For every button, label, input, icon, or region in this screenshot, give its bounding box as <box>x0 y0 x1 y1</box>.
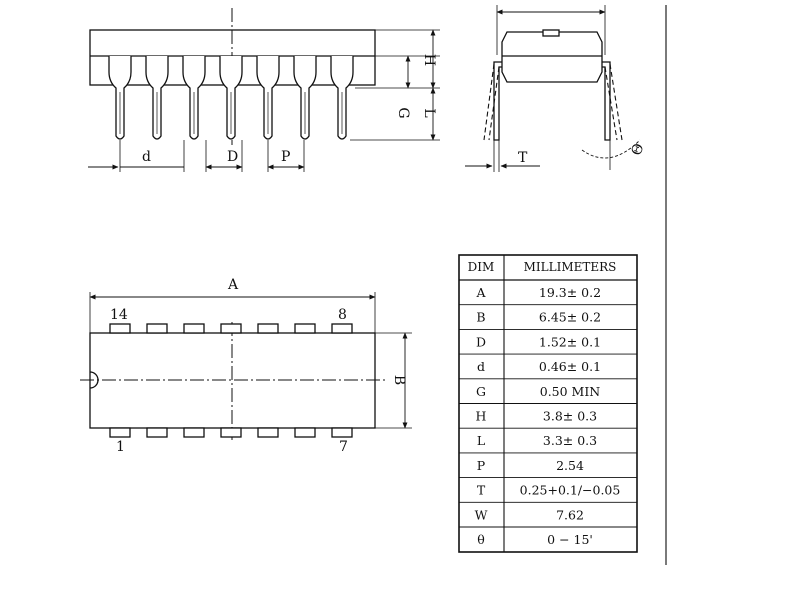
label-B: B <box>391 375 407 385</box>
top-view <box>80 292 412 440</box>
table-cell-value: 19.3± 0.2 <box>539 285 601 300</box>
label-d: d <box>142 149 151 165</box>
table-cell-value: 1.52± 0.1 <box>539 334 601 349</box>
top-pin-12 <box>183 323 205 334</box>
bottom-pin-3 <box>183 427 205 438</box>
pin1-notch <box>89 371 99 389</box>
top-pin-8 <box>331 323 353 334</box>
table-cell-value: 7.62 <box>556 507 584 522</box>
pin-label-8: 8 <box>338 307 347 323</box>
table-cell-value: 0 − 15' <box>547 532 593 547</box>
table-header-millimeters: MILLIMETERS <box>524 260 617 274</box>
bottom-pin-1 <box>109 427 131 438</box>
table-cell-dim: d <box>477 359 485 374</box>
side-body-notch <box>542 29 560 37</box>
top-pin-10 <box>257 323 279 334</box>
table-cell-value: 0.25+0.1/−0.05 <box>520 483 621 498</box>
table-cell-value: 0.46± 0.1 <box>539 359 601 374</box>
table-cell-dim: D <box>476 334 486 349</box>
bottom-pin-2 <box>146 427 168 438</box>
dimension-table: DIM MILLIMETERS A 19.3± 0.2B 6.45± 0.2D 1.5… <box>458 254 638 553</box>
side-labels: T Θ <box>518 141 648 166</box>
table-cell-value: 3.8± 0.3 <box>543 409 597 424</box>
table-header-dim: DIM <box>468 260 495 274</box>
label-G: G <box>395 107 411 118</box>
label-D: D <box>227 149 238 165</box>
label-L: L <box>421 108 437 117</box>
table-cell-dim: W <box>475 507 488 522</box>
side-lead-left <box>493 61 502 141</box>
table-cell-dim: H <box>476 409 487 424</box>
side-lead-right-splayed <box>604 63 623 141</box>
top-pins <box>109 323 353 438</box>
table-cell-dim: B <box>476 310 485 325</box>
top-pin-9 <box>294 323 316 334</box>
label-theta: Θ <box>629 141 648 157</box>
front-view <box>88 8 440 172</box>
top-pin-11 <box>220 323 242 334</box>
table-cell-dim: T <box>477 483 486 498</box>
label-T: T <box>518 150 528 166</box>
label-A: A <box>227 277 239 293</box>
pin-label-14: 14 <box>110 307 128 323</box>
pin-label-1: 1 <box>116 439 125 455</box>
table-cell-value: 0.50 MIN <box>540 384 601 399</box>
side-lead-left-splayed <box>483 63 500 141</box>
bottom-pin-4 <box>220 427 242 438</box>
side-lead-right <box>602 61 611 141</box>
dim-theta-arc <box>581 139 641 159</box>
label-H: H <box>421 54 437 66</box>
table-cell-value: 3.3± 0.3 <box>543 433 597 448</box>
bottom-pin-5 <box>257 427 279 438</box>
bottom-pin-6 <box>294 427 316 438</box>
label-P: P <box>281 149 290 165</box>
table-cell-dim: A <box>475 285 486 300</box>
top-pin-13 <box>146 323 168 334</box>
top-pin-14 <box>109 323 131 334</box>
front-labels: d D P H G L <box>142 54 437 165</box>
side-view <box>465 5 641 172</box>
table-cell-dim: P <box>477 458 485 473</box>
table-cell-value: 2.54 <box>556 458 584 473</box>
pin-label-7: 7 <box>339 439 348 455</box>
front-pins <box>108 56 354 140</box>
table-rows: A 19.3± 0.2B 6.45± 0.2D 1.52± 0.1 d 0.46± 0.1… <box>459 279 637 547</box>
side-body <box>501 31 603 83</box>
table-cell-value: 6.45± 0.2 <box>539 310 601 325</box>
top-labels: A B 14 8 1 7 <box>110 277 407 455</box>
table-cell-dim: L <box>477 433 485 448</box>
bottom-pin-7 <box>331 427 353 438</box>
table-cell-dim: G <box>476 384 486 399</box>
table-cell-dim: θ <box>477 532 485 547</box>
